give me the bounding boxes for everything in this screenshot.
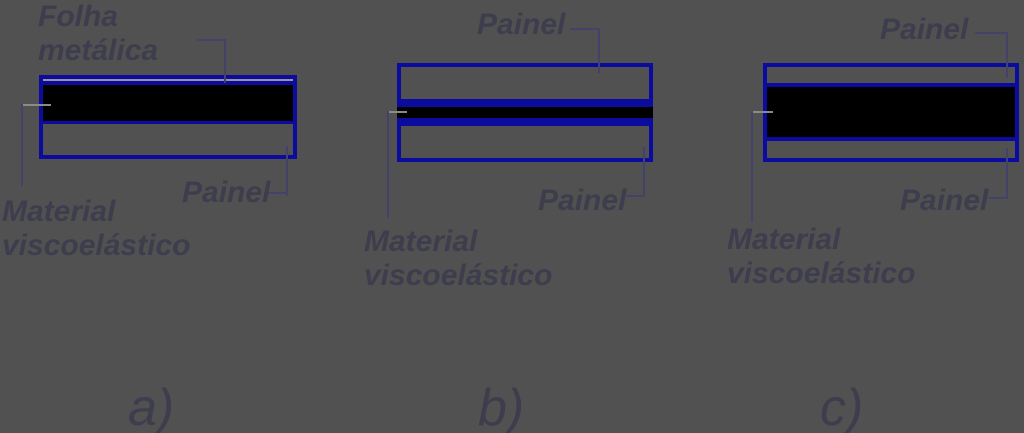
layer-divider <box>43 81 293 85</box>
layer-divider <box>43 121 293 124</box>
layer-divider <box>767 137 1015 141</box>
leader-line-metal-sheet <box>224 39 226 83</box>
cross-section-a-layers <box>43 79 293 155</box>
leader-line-panel <box>643 147 645 197</box>
top-panel-b <box>397 63 653 103</box>
viscoelastic-layer-b <box>397 103 653 122</box>
leader-line-panel <box>988 197 1008 199</box>
leader-line-viscoelastic <box>387 111 389 218</box>
leader-line-top-panel <box>570 28 600 30</box>
leader-line-viscoelastic <box>753 111 773 113</box>
leader-line-viscoelastic <box>23 104 51 106</box>
caption-c: c) <box>820 379 864 433</box>
viscoelastic-core <box>397 107 653 118</box>
bottom-panel-layer <box>767 141 1015 158</box>
caption-a: a) <box>128 379 175 433</box>
label-viscoelastic-b: Material viscoelástico <box>364 225 553 292</box>
leader-line-top-panel <box>1006 32 1008 78</box>
leader-line-top-panel <box>975 32 1008 34</box>
bottom-panel-b <box>397 122 653 162</box>
leader-line-top-panel <box>598 28 600 73</box>
leader-line-viscoelastic <box>21 104 23 186</box>
layer-divider <box>767 83 1015 87</box>
leader-line-viscoelastic <box>751 111 753 222</box>
label-viscoelastic-c: Material viscoelástico <box>727 223 916 290</box>
leader-line-metal-sheet <box>197 39 226 41</box>
cross-section-a <box>39 75 297 159</box>
leader-line-panel <box>626 195 645 197</box>
leader-line-panel <box>1006 148 1008 199</box>
top-panel-layer <box>767 67 1015 83</box>
label-top-panel-b: Painel <box>477 8 566 41</box>
label-panel-b: Painel <box>538 184 627 217</box>
leader-line-viscoelastic <box>389 111 407 113</box>
caption-b: b) <box>478 379 525 433</box>
panel-layer <box>43 124 293 155</box>
leader-line-panel <box>268 192 288 194</box>
metal-sheet-layer <box>43 79 293 81</box>
label-panel-a: Painel <box>182 176 271 209</box>
label-metal-sheet: Folha metálica <box>38 0 159 67</box>
viscoelastic-layer <box>43 85 293 121</box>
label-top-panel-c: Painel <box>880 13 969 46</box>
label-viscoelastic-a: Material viscoelástico <box>2 195 191 262</box>
viscoelastic-layer <box>767 87 1015 137</box>
cross-section-c-layers <box>767 67 1015 158</box>
label-panel-c: Painel <box>900 184 989 217</box>
cross-section-c <box>763 63 1019 162</box>
leader-line-panel <box>286 146 288 196</box>
